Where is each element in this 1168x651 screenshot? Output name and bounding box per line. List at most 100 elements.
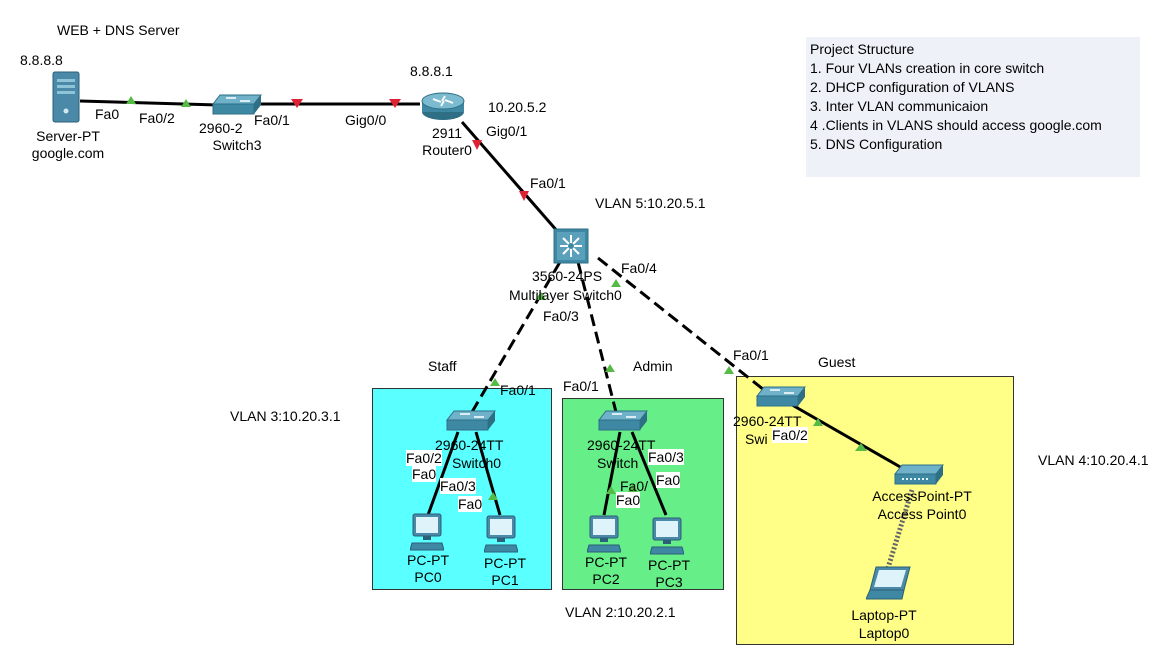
switch2-port2: Fa0/2 [772, 427, 808, 443]
core-model: 3560-24PS [532, 268, 603, 284]
staff-label: Staff [428, 358, 457, 374]
multilayer-switch-icon[interactable] [553, 228, 589, 264]
switch1-fa0-c: Fa0/ [620, 478, 649, 494]
switch3-port-a: Fa0/2 [139, 110, 175, 126]
core-port-guest: Fa0/4 [621, 260, 657, 276]
switch3-icon[interactable] [212, 94, 262, 116]
notes-item: 3. Inter VLAN communicaion [810, 98, 989, 114]
link-core-switch1[interactable] [576, 261, 618, 413]
port-down-marker [472, 140, 482, 150]
pc2-icon[interactable] [587, 515, 621, 553]
notes-item: 4 .Clients in VLANS should access google… [810, 117, 1102, 133]
link-switch0-pc1[interactable] [474, 431, 502, 516]
wireless-link [885, 489, 915, 569]
switch0-fa0-a: Fa0 [412, 466, 437, 482]
vlan3-label: VLAN 3:10.20.3.1 [230, 408, 341, 424]
server-icon[interactable] [52, 71, 80, 123]
ap-model: AccessPoint-PT [872, 488, 972, 504]
port-down-marker [389, 99, 401, 108]
port-up-marker [181, 99, 191, 107]
switch3-name: Switch3 [212, 137, 262, 153]
pc1-icon[interactable] [484, 515, 518, 553]
port-up-marker [536, 292, 546, 300]
switch1-icon[interactable] [598, 410, 648, 432]
port-down-marker [519, 191, 529, 201]
switch1-name: Switch [597, 455, 639, 471]
vlan4-label: VLAN 4:10.20.4.1 [1038, 452, 1149, 468]
router-name: Router0 [422, 142, 472, 158]
switch0-name: Switch0 [452, 455, 502, 471]
pc2-name: PC2 [592, 571, 620, 587]
vlan5-label: VLAN 5:10.20.5.1 [595, 195, 706, 211]
link-switch0-pc0[interactable] [426, 431, 460, 516]
link-server-switch3[interactable] [79, 99, 219, 107]
switch1-port3: Fa0/3 [648, 449, 684, 465]
access-point-icon[interactable] [894, 464, 944, 486]
switch0-model: 2960-24TT [435, 437, 504, 453]
switch2-icon[interactable] [756, 386, 806, 408]
switch0-uplink: Fa0/1 [500, 382, 536, 398]
switch2-uplink: Fa0/1 [733, 347, 769, 363]
pc2-model: PC-PT [585, 554, 627, 570]
server-name: google.com [31, 145, 105, 161]
server-ip: 8.8.8.8 [20, 52, 63, 68]
notes-heading: Project Structure [810, 41, 915, 57]
server-model: Server-PT [36, 128, 100, 144]
switch0-fa0-b: Fa0 [458, 496, 483, 512]
router-port-b: Gig0/1 [486, 123, 528, 139]
core-port-up: Fa0/1 [530, 175, 566, 191]
router-model: 2911 [431, 125, 463, 141]
link-core-switch0[interactable] [470, 261, 562, 413]
core-port-staff: Fa0/3 [543, 308, 579, 324]
pc3-icon[interactable] [650, 517, 684, 555]
project-notes: Project Structure 1. Four VLANs creation… [806, 37, 1140, 177]
notes-item: 5. DNS Configuration [810, 136, 943, 152]
pc3-name: PC3 [655, 574, 683, 590]
switch3-model: 2960-2 [199, 120, 243, 136]
ap-name: Access Point0 [877, 506, 967, 522]
port-up-marker [628, 484, 638, 492]
switch0-port2: Fa0/2 [406, 450, 442, 466]
port-up-marker [490, 378, 500, 386]
link-core-switch2[interactable] [597, 256, 765, 392]
guest-zone [736, 376, 1014, 645]
port-up-marker [126, 96, 136, 104]
port-up-marker [605, 364, 615, 372]
switch1-fa0-b: Fa0 [616, 492, 641, 508]
router-icon[interactable] [420, 90, 466, 122]
link-switch1-pc3[interactable] [630, 431, 668, 516]
link-switch1-pc2[interactable] [602, 431, 622, 516]
port-up-marker [813, 418, 823, 426]
router-ip-right: 10.20.5.2 [488, 99, 547, 115]
router-port-a: Gig0/0 [345, 112, 387, 128]
core-name: Multilayer Switch0 [509, 287, 622, 303]
pc1-name: PC1 [491, 572, 519, 588]
port-up-marker [724, 366, 734, 374]
diagram-title: WEB + DNS Server [57, 22, 180, 38]
switch2-name: Swi [745, 431, 768, 447]
notes-item: 1. Four VLANs creation in core switch [810, 60, 1045, 76]
switch1-fa0-a: Fa0 [656, 472, 681, 488]
pc0-name: PC0 [414, 569, 442, 585]
pc3-model: PC-PT [648, 557, 690, 573]
admin-zone [562, 398, 724, 590]
notes-item: 2. DHCP configuration of VLANS [810, 79, 1015, 95]
laptop-icon[interactable] [866, 566, 912, 602]
guest-label: Guest [818, 354, 856, 370]
switch1-uplink: Fa0/1 [563, 378, 599, 394]
server-port: Fa0 [95, 106, 120, 122]
switch0-icon[interactable] [446, 410, 496, 432]
port-up-marker [611, 279, 621, 287]
laptop-name: Laptop0 [858, 625, 910, 641]
port-up-marker [606, 486, 616, 494]
laptop-model: Laptop-PT [851, 607, 917, 623]
switch2-model: 2960-24TT [733, 413, 802, 429]
pc0-icon[interactable] [410, 513, 444, 551]
link-switch2-ap[interactable] [779, 396, 903, 470]
router-ip-top: 8.8.8.1 [410, 63, 453, 79]
switch1-model: 2960-24TT [587, 437, 656, 453]
port-up-marker [855, 443, 867, 451]
switch0-port3: Fa0/3 [440, 478, 476, 494]
vlan2-label: VLAN 2:10.20.2.1 [565, 604, 676, 620]
